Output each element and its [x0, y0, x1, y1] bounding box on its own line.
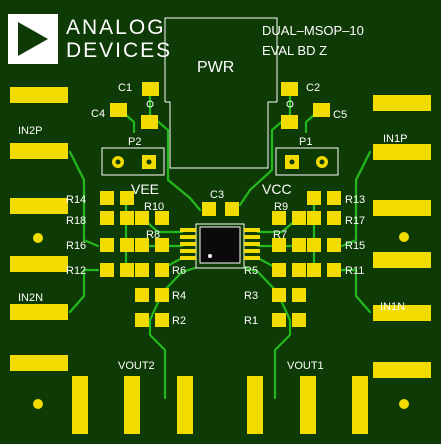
- component-labels: C1 C2 C4 C5 C3 P2 P1 VEE VCC R14 R18 R16…: [66, 82, 365, 327]
- label-r2: R2: [172, 315, 186, 327]
- port-vout2: VOUT2: [118, 360, 155, 372]
- label-r4: R4: [172, 290, 186, 302]
- label-r3: R3: [244, 290, 258, 302]
- label-vcc: VCC: [262, 181, 292, 197]
- polarity-markers: [146, 100, 294, 108]
- label-r17: R17: [345, 215, 365, 227]
- label-p1: P1: [299, 136, 312, 148]
- label-c4: C4: [91, 108, 105, 120]
- label-c5: C5: [333, 109, 347, 121]
- header-pins: [112, 155, 328, 169]
- resistor-pads-left: [100, 191, 169, 327]
- port-in2p: IN2P: [18, 125, 42, 137]
- label-r6: R6: [172, 265, 186, 277]
- label-r14: R14: [66, 194, 86, 206]
- label-c2: C2: [306, 82, 320, 94]
- label-r8: R8: [146, 229, 160, 241]
- port-in1n: IN1N: [380, 301, 405, 313]
- label-p2: P2: [128, 136, 141, 148]
- board-title: DUAL–MSOP–10: [262, 23, 364, 38]
- msop-chip: [180, 226, 260, 264]
- label-r16: R16: [66, 240, 86, 252]
- edge-pads: [10, 87, 431, 434]
- port-labels: IN2P IN2N IN1P IN1N VOUT2 VOUT1: [18, 125, 407, 372]
- port-in1p: IN1P: [383, 133, 407, 145]
- label-c1: C1: [118, 82, 132, 94]
- port-vout1: VOUT1: [287, 360, 324, 372]
- label-r13: R13: [345, 194, 365, 206]
- label-r11: R11: [345, 265, 364, 277]
- label-r15: R15: [345, 240, 365, 252]
- label-r1: R1: [244, 315, 258, 327]
- label-r7: R7: [273, 229, 287, 241]
- label-vee: VEE: [131, 181, 159, 197]
- logo-line2: DEVICES: [66, 39, 172, 62]
- logo-line1: ANALOG: [66, 16, 166, 39]
- traces: [68, 93, 372, 400]
- label-r12: R12: [66, 265, 86, 277]
- label-c3: C3: [210, 189, 224, 201]
- resistor-pads-right: [272, 191, 341, 327]
- label-r5: R5: [244, 265, 258, 277]
- label-r18: R18: [66, 215, 86, 227]
- port-in2n: IN2N: [18, 292, 43, 304]
- capacitor-pads: [110, 82, 330, 216]
- board-subtitle: EVAL BD Z: [262, 43, 327, 58]
- pwr-label: PWR: [197, 59, 234, 76]
- mounting-holes: [33, 232, 409, 409]
- analog-devices-logo: ANALOG DEVICES: [8, 14, 172, 64]
- label-r9: R9: [274, 201, 288, 213]
- label-r10: R10: [144, 201, 164, 213]
